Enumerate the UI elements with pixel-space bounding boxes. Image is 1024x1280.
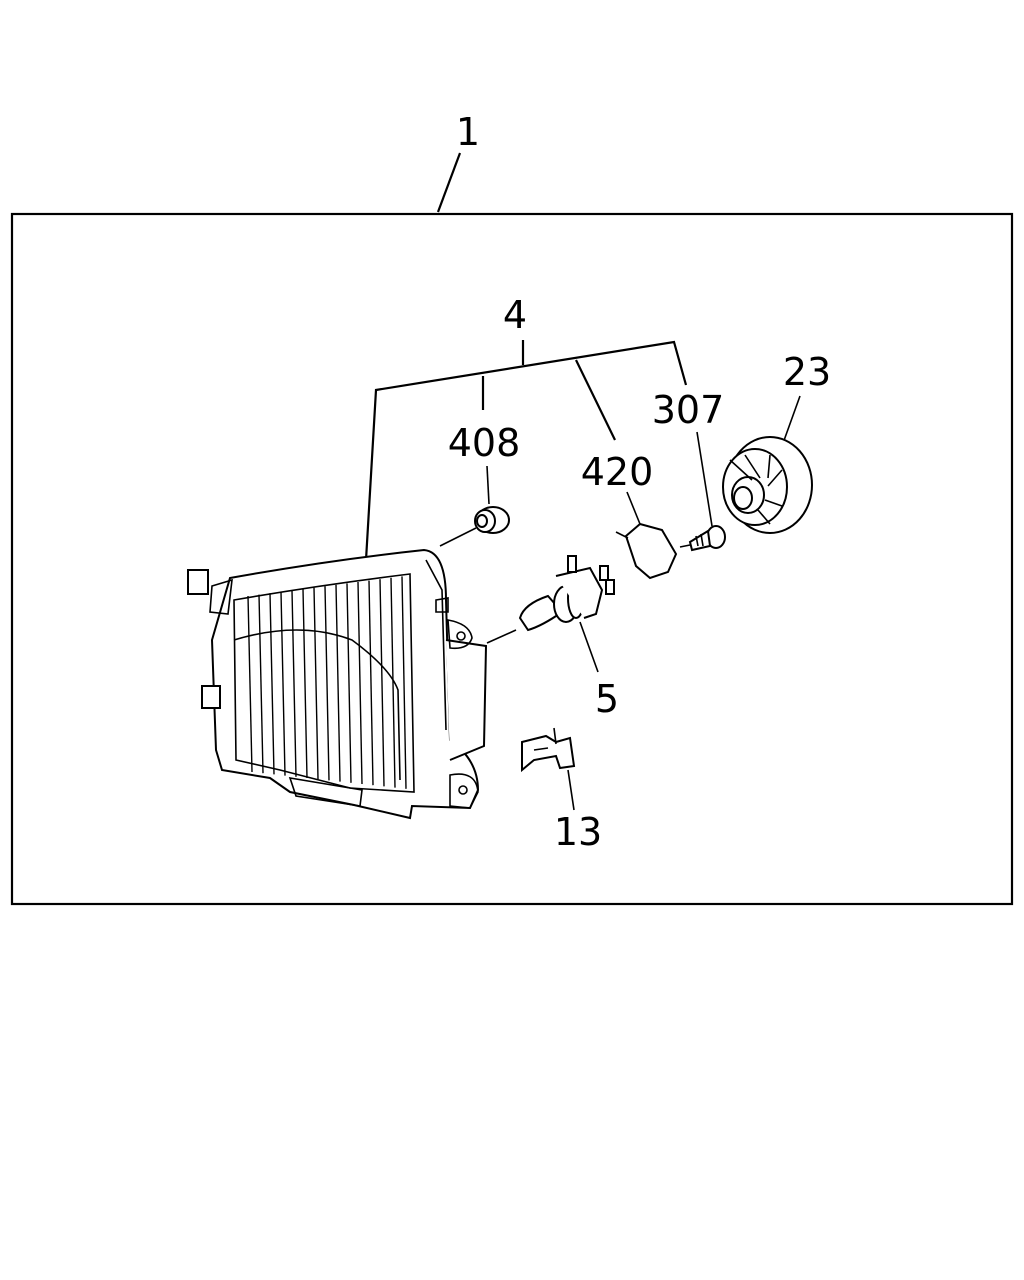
callout-420[interactable]: 420 [581, 450, 654, 494]
grommet-part [474, 506, 510, 534]
lens-rib [368, 580, 374, 786]
screw-part [679, 525, 726, 552]
leader-408 [486, 465, 490, 505]
clip-part [521, 727, 576, 773]
bracket-4 [364, 340, 688, 561]
lens-rib [269, 593, 275, 775]
lens-rib [335, 584, 341, 782]
lens-rib [302, 588, 308, 779]
callout-23[interactable]: 23 [783, 350, 831, 394]
bulb-part [518, 555, 615, 632]
callout-408[interactable]: 408 [448, 421, 521, 465]
lens-rib [247, 595, 253, 773]
lens-rib [324, 586, 330, 781]
housing-ribs [247, 576, 407, 789]
lens-rib [357, 581, 363, 785]
lens-rib [379, 579, 385, 787]
callout-307[interactable]: 307 [652, 388, 725, 432]
leader-23 [781, 395, 801, 447]
callout-5[interactable]: 5 [595, 677, 619, 721]
leader-5-b [486, 629, 517, 644]
lens-rib [390, 577, 396, 788]
headlamp-housing [187, 548, 488, 820]
callout-1[interactable]: 1 [456, 110, 480, 154]
seal-cap-part [615, 522, 678, 580]
leader-420 [626, 491, 641, 525]
callout-4[interactable]: 4 [503, 293, 527, 337]
leader-408-b [439, 527, 477, 547]
assembly-frame [10, 212, 1014, 906]
lens-rib [280, 591, 286, 776]
lens-rib [258, 594, 264, 774]
leader-1 [436, 152, 462, 213]
lens-rib [291, 590, 297, 777]
dust-cover-part [722, 436, 813, 534]
leader-307 [696, 431, 713, 527]
leader-13 [567, 769, 575, 811]
lens-rib [346, 583, 352, 783]
lens-rib [313, 587, 319, 780]
lens-rib [401, 576, 407, 789]
callout-13[interactable]: 13 [554, 810, 602, 854]
leader-5 [579, 621, 599, 673]
